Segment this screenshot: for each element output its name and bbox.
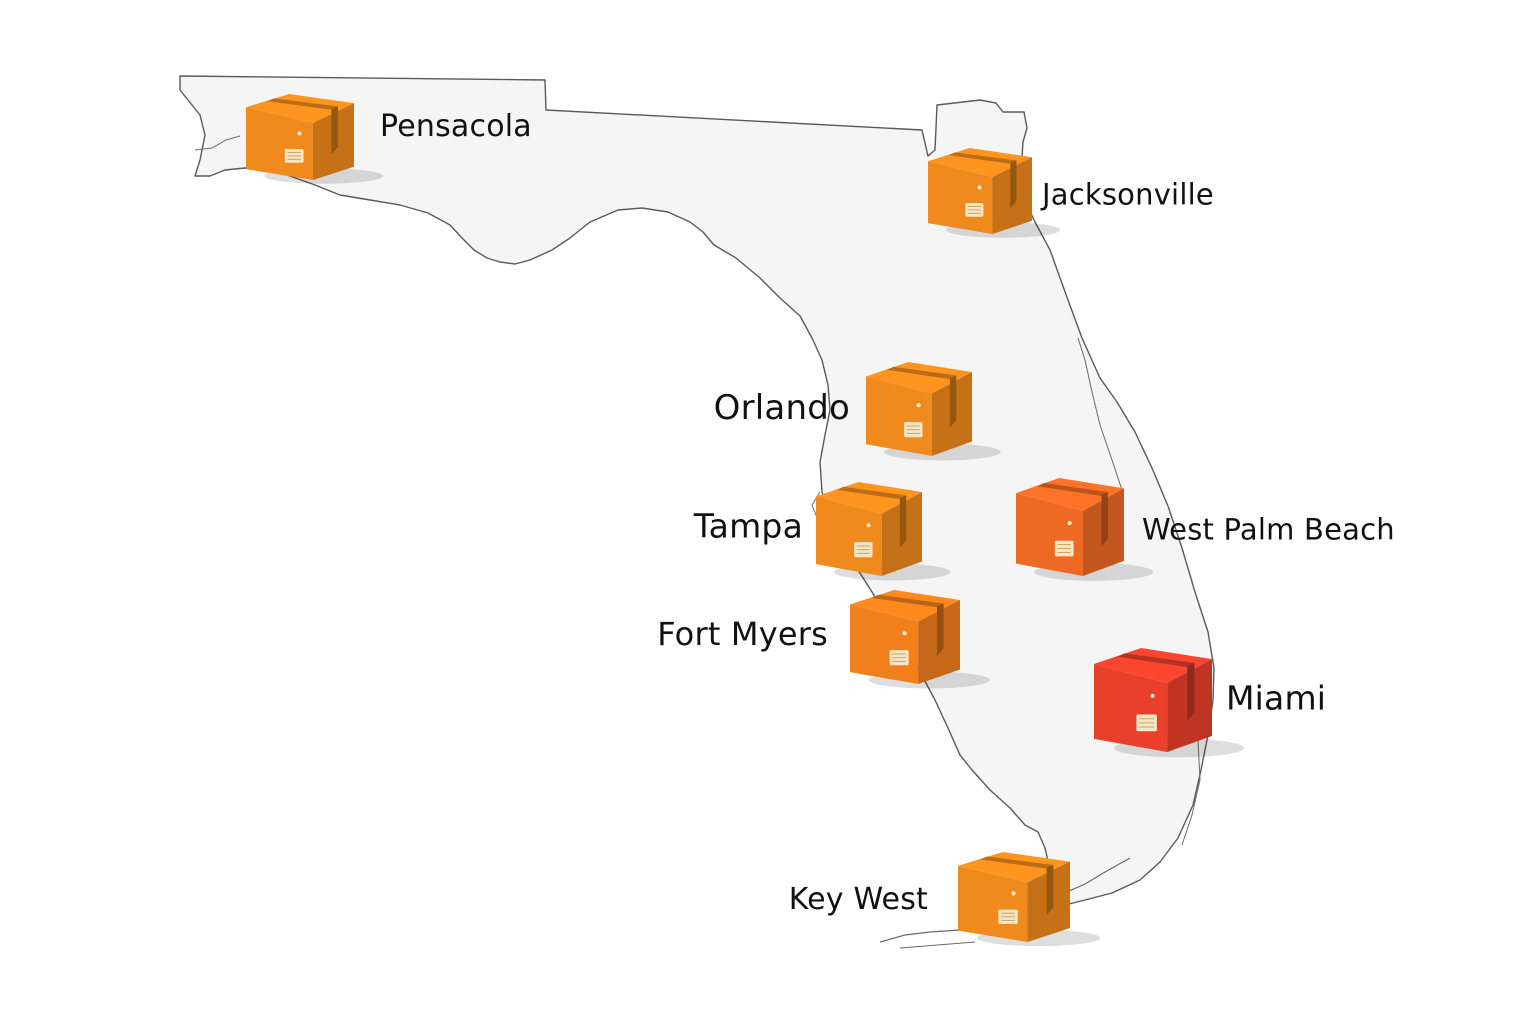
box-dot [1150,693,1155,698]
keys-chain [899,941,976,949]
coastline-detail [1077,337,1123,491]
box-tape [267,98,339,110]
city-label-tampa: Tampa [693,506,803,546]
box-tape [949,375,957,428]
box-dot [977,185,982,190]
box-dot [866,523,871,528]
box-tape [1037,482,1109,497]
panhandle-inlet [194,135,241,151]
box-tape [887,366,958,380]
box-tape [1187,663,1195,721]
package-box-icon [866,362,1001,461]
city-label-pensacola: Pensacola [380,109,532,144]
box-tape [937,603,944,656]
box-tape [1010,160,1017,209]
package-box-icon [958,852,1101,947]
box-tape [980,856,1055,869]
package-box-icon [816,482,951,581]
package-box-icon [850,590,990,689]
box-dot [916,403,921,408]
box-tape [331,106,338,155]
city-label-miami: Miami [1226,678,1327,718]
city-label-fort-myers: Fort Myers [657,615,828,653]
box-tape [1117,653,1196,668]
city-label-orlando: Orlando [713,388,850,428]
package-box-icon [1094,648,1244,758]
box-tape [837,486,908,500]
box-tape [1101,492,1108,547]
package-box-icon [1016,478,1154,581]
box-dot [1011,891,1016,896]
package-box-icon [928,148,1061,238]
box-tape [948,152,1018,164]
markers-layer [246,94,1244,947]
box-tape [872,594,945,608]
package-box-icon [246,94,384,184]
box-dot [297,131,302,136]
city-label-west-palm-beach: West Palm Beach [1142,512,1395,547]
box-dot [1067,521,1072,526]
box-tape [899,495,907,548]
box-tape [1046,865,1054,915]
city-label-key-west: Key West [788,882,928,917]
city-label-jacksonville: Jacksonville [1042,177,1214,212]
box-dot [902,631,907,636]
